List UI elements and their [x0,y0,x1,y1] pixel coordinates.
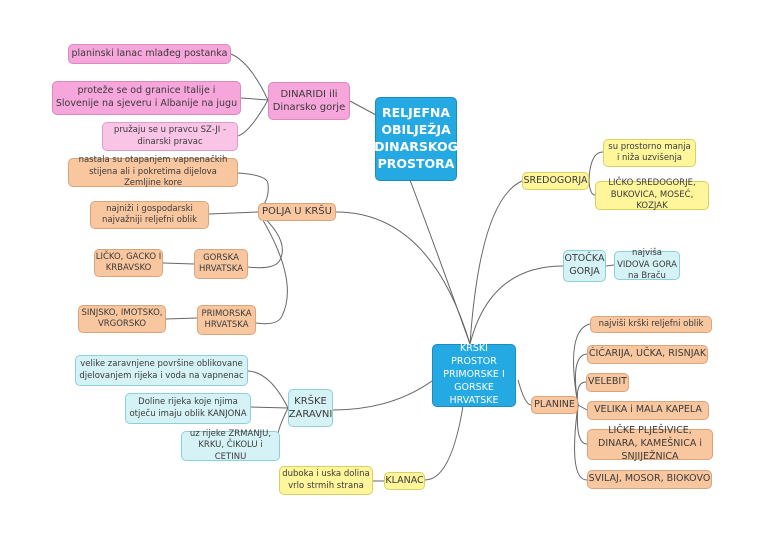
link-planine-4 [577,404,588,411]
polja-item-2[interactable]: najniži i gospodarski najvažniji reljefn… [90,201,209,229]
link-gorska-examples [162,262,195,265]
zaravni-item-3[interactable]: uz rijeke ZRMANJU, KRKU, ČIKOLU i CETINU [181,429,280,462]
link-dinaridi-3 [237,99,269,137]
link-polja-center [335,211,471,345]
polja-primorska-examples[interactable]: SINJSKO, IMOTSKO, VRGORSKO [78,305,166,333]
dinaridi-node[interactable]: DINARIDI ili Dinarsko gorje [268,82,350,120]
link-zaravni-2 [250,406,289,409]
zaravni-item-1[interactable]: velike zaravnjene površine oblikovane dj… [75,355,248,386]
sredogorja-item-2[interactable]: LIČKO SREDOGORJE, BUKOVICA, MOSEĆ, KOZJA… [595,178,709,211]
planine-item-2[interactable]: ĆIĆARIJA, UČKA, RISNJAK [587,345,708,364]
dinaridi-item-1[interactable]: planinski lanac mlađeg postanka [68,44,231,64]
klanac-description[interactable]: duboka i uska dolina vrlo strmih strana [279,466,373,495]
sredogorja-node[interactable]: SREDOGORJA [522,172,589,190]
link-dinaridi-1 [230,53,269,101]
dinaridi-item-3[interactable]: pružaju se u pravcu SZ-JI - dinarski pra… [102,122,238,151]
link-otocka-desc [605,264,615,267]
root-node[interactable]: RELJEFNA OBILJEŽJA DINARSKOG PROSTORA [374,97,458,181]
link-planine-center [517,379,532,406]
planine-node[interactable]: PLANINE [531,396,578,414]
sredogorja-item-1[interactable]: su prostorno manja i niža uzvišenja [603,139,696,167]
zaravni-node[interactable]: KRŠKE ZARAVNI [288,389,333,427]
polja-item-1[interactable]: nastala su otapanjem vapnenačkih stijena… [68,155,238,188]
link-otocka-center [469,265,564,345]
link-planine-6 [574,404,588,481]
link-sredogorja-center [469,180,523,345]
polja-gorska-node[interactable]: GORSKA HRVATSKA [194,249,248,279]
otocka-description[interactable]: najviša VIDOVA GORA na Braču [614,248,680,281]
link-planine-5 [576,404,588,445]
zaravni-item-2[interactable]: Doline rijeka koje njima otječu imaju ob… [125,393,251,424]
link-dinaridi-2 [240,97,269,101]
link-primorska-examples [165,317,198,320]
link-zaravni-1 [247,370,289,409]
klanac-node[interactable]: KLANAC [384,472,425,490]
planine-item-6[interactable]: SVILAJ, MOSOR, BIOKOVO [587,470,712,489]
link-sredogorja-1 [588,151,604,182]
link-sredogorja-2 [588,180,596,196]
link-polja-gorska [247,211,283,269]
link-planine-3 [576,381,587,406]
polja-node[interactable]: POLJA U KRŠU [258,203,336,221]
otocka-node[interactable]: OTOČKA GORJA [563,250,606,282]
planine-item-5[interactable]: LIČKE PLJEŠIVICE, DINARA, KAMEŠNICA i SN… [587,425,713,462]
polja-gorska-examples[interactable]: LIČKO, GACKO I KRBAVSKO [94,249,163,277]
planine-item-4[interactable]: VELIKA i MALA KAPELA [587,401,709,420]
planine-item-3[interactable]: VELEBIT [586,373,629,392]
link-polja-primorska [255,211,288,325]
link-polja-2 [208,211,259,215]
link-root-center [409,179,471,345]
polja-primorska-node[interactable]: PRIMORSKA HRVATSKA [197,305,256,335]
planine-item-1[interactable]: najviši krški reljefni oblik [590,316,712,333]
link-dinaridi-root [349,100,377,116]
dinaridi-item-2[interactable]: proteže se od granice Italije i Slovenij… [52,81,241,115]
center-node[interactable]: KRŠKI PROSTOR PRIMORSKE I GORSKE HRVATSK… [432,343,516,407]
